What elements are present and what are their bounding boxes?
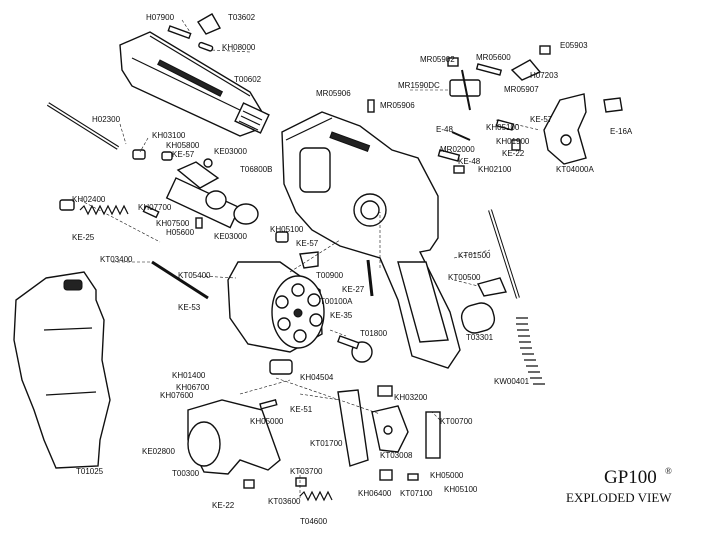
label-KT01700: KT01700 (310, 439, 343, 448)
crane-spring-part (59, 199, 209, 300)
label-KT04000A: KT04000A (556, 165, 594, 174)
label-KH05100-a: KH05100 (486, 123, 520, 132)
label-T00900: T00900 (316, 271, 344, 280)
label-T00602: T00602 (234, 75, 262, 84)
label-KH08000: KH08000 (222, 43, 256, 52)
title-registered-mark: ® (665, 466, 672, 476)
label-T03301: T03301 (466, 333, 494, 342)
front-sight-part (167, 13, 221, 52)
label-KT07100: KT07100 (400, 489, 433, 498)
label-KH03100: KH03100 (152, 131, 186, 140)
label-KT01500: KT01500 (458, 251, 491, 260)
label-KH06700: KH06700 (176, 383, 210, 392)
label-E-16A: E-16A (610, 127, 633, 136)
label-KT03008: KT03008 (380, 451, 413, 460)
label-KH03200: KH03200 (394, 393, 428, 402)
label-H07203: H07203 (530, 71, 559, 80)
label-KE-22-b: KE-22 (212, 501, 235, 510)
trigger-part (337, 385, 441, 481)
label-KW00401: KW00401 (494, 377, 530, 386)
label-KT00700: KT00700 (440, 417, 473, 426)
diagram-title: GP100 ® EXPLODED VIEW (566, 466, 672, 505)
label-KH02100: KH02100 (478, 165, 512, 174)
label-KE-22-a: KE-22 (502, 149, 525, 158)
label-KH01900: KH01900 (496, 137, 530, 146)
label-KE03000-a: KE03000 (214, 147, 247, 156)
label-T01025: T01025 (76, 467, 104, 476)
label-MR05907: MR05907 (504, 85, 539, 94)
label-H02300: H02300 (92, 115, 121, 124)
part-labels: H07900 T03602 KH08000 T00602 H02300 KH03… (72, 13, 633, 526)
crane-part (132, 149, 259, 229)
frame-part (281, 111, 461, 369)
label-KE-27: KE-27 (342, 285, 365, 294)
barrel-part (119, 31, 270, 137)
label-KH07500: KH07500 (156, 219, 190, 228)
label-KE-57-c: KE-57 (296, 239, 319, 248)
label-KE-25: KE-25 (72, 233, 95, 242)
label-T00100A: T00100A (320, 297, 353, 306)
label-KH07700: KH07700 (138, 203, 172, 212)
label-KH02400: KH02400 (72, 195, 106, 204)
label-KT05400: KT05400 (178, 271, 211, 280)
label-KH06400: KH06400 (358, 489, 392, 498)
label-KH05000-b: KH05000 (430, 471, 464, 480)
title-sub: EXPLODED VIEW (566, 490, 672, 505)
label-KE-57-b: KE-57 (530, 115, 553, 124)
cylinder-part (227, 261, 325, 353)
label-KE-57-a: KE-57 (172, 150, 195, 159)
label-KT03400: KT03400 (100, 255, 133, 264)
label-MR05906-b: MR05906 (380, 101, 415, 110)
label-E-48: E-48 (436, 125, 453, 134)
label-MR1590DC: MR1590DC (398, 81, 440, 90)
label-MR02000: MR02000 (440, 145, 475, 154)
label-KE-51: KE-51 (290, 405, 313, 414)
label-KH07600: KH07600 (160, 391, 194, 400)
label-MR05600: MR05600 (476, 53, 511, 62)
label-T01800: T01800 (360, 329, 388, 338)
ejector-rod-part (46, 102, 120, 150)
label-KH04504: KH04504 (300, 373, 334, 382)
lower-springs (243, 399, 333, 502)
label-KE-48: KE-48 (458, 157, 481, 166)
rear-sight-part (367, 45, 551, 113)
label-KH05100-b: KH05100 (270, 225, 304, 234)
leader-lines (79, 19, 541, 500)
trigger-guard-part (187, 359, 293, 475)
grip-part (13, 271, 111, 469)
label-KE03000-b: KE03000 (214, 232, 247, 241)
label-KH05800: KH05800 (166, 141, 200, 150)
label-KH05000-a: KH05000 (250, 417, 284, 426)
mainspring-part (460, 209, 545, 385)
label-KH01400: KH01400 (172, 371, 206, 380)
label-MR05906-a: MR05906 (316, 89, 351, 98)
label-E05903: E05903 (560, 41, 588, 50)
title-main: GP100 (604, 467, 657, 488)
label-KH05100-c: KH05100 (444, 485, 478, 494)
label-H07900: H07900 (146, 13, 175, 22)
label-MR05902: MR05902 (420, 55, 455, 64)
label-KE02800: KE02800 (142, 447, 175, 456)
label-KE-53: KE-53 (178, 303, 201, 312)
label-KE-35: KE-35 (330, 311, 353, 320)
ejector-part (337, 259, 374, 363)
label-KT00500: KT00500 (448, 273, 481, 282)
label-KT03600: KT03600 (268, 497, 301, 506)
label-T03602: T03602 (228, 13, 256, 22)
label-T04600: T04600 (300, 517, 328, 526)
label-H05600: H05600 (166, 228, 195, 237)
label-T06800B: T06800B (240, 165, 272, 174)
label-T00300: T00300 (172, 469, 200, 478)
hammer-part (451, 93, 623, 165)
label-KT03700: KT03700 (290, 467, 323, 476)
